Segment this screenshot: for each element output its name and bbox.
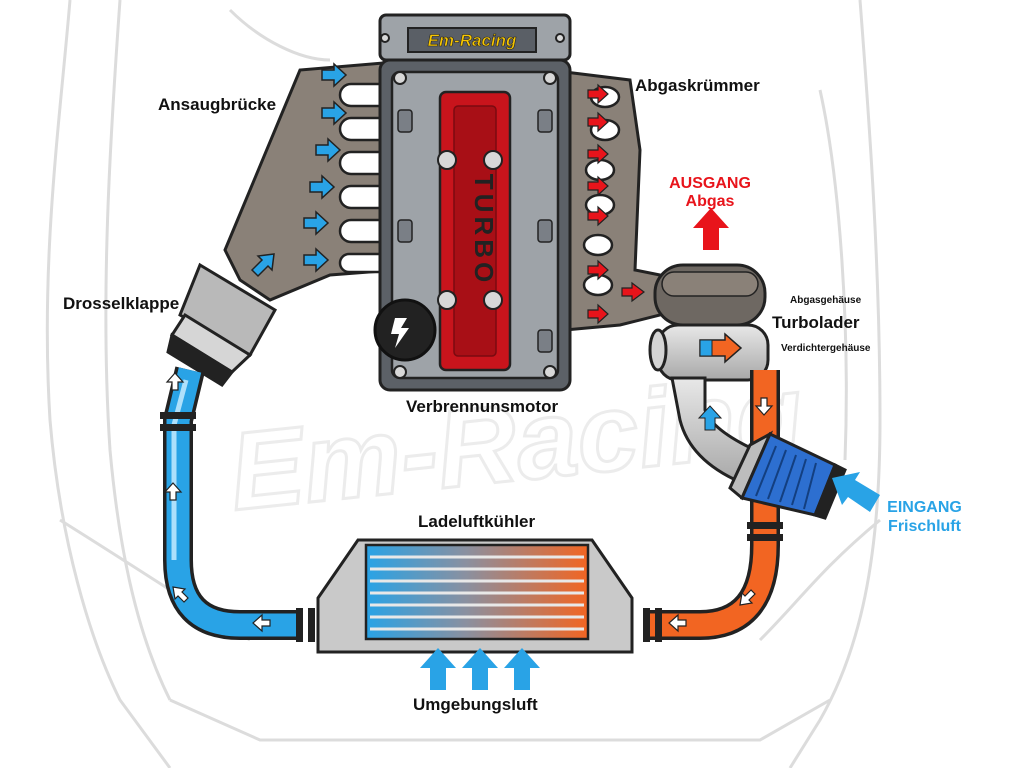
label-compressor-housing: Verdichtergehäuse [781, 343, 871, 354]
label-fresh-air-sub: Frischluft [888, 518, 961, 535]
fresh-air-arrow [832, 472, 880, 512]
ambient-air-arrows [420, 648, 540, 690]
intake-manifold [223, 60, 397, 302]
hot-charge-pipe [650, 370, 780, 640]
intercooler [316, 538, 634, 654]
label-exhaust-out-title: AUSGANG [669, 175, 751, 192]
engine-cover-text: TURBO [469, 174, 499, 286]
label-intercooler: Ladeluftkühler [418, 512, 536, 531]
label-fresh-air: EINGANG Frischluft [872, 498, 977, 536]
label-exhaust-manifold: Abgaskrümmer [635, 76, 760, 95]
exhaust-out-arrow [693, 208, 729, 250]
label-fresh-air-title: EINGANG [887, 499, 962, 516]
exhaust-arrows [587, 83, 645, 325]
brand-logo: Em-Racing [428, 31, 517, 50]
label-ambient-air: Umgebungsluft [413, 695, 538, 714]
label-intake-manifold: Ansaugbrücke [158, 95, 277, 114]
label-engine: Verbrennunsmotor [406, 397, 559, 416]
label-turbine-housing: Abgasgehäuse [790, 295, 862, 306]
hose-clamps [160, 412, 783, 642]
label-exhaust-out-sub: Abgas [685, 193, 735, 210]
throttle-body [166, 262, 278, 387]
exhaust-manifold [563, 70, 662, 332]
cold-pipe-arrows [163, 372, 271, 633]
turbocharger [648, 263, 770, 382]
label-exhaust-out: AUSGANG Abgas [660, 175, 760, 211]
label-turbocharger: Turbolader [772, 313, 860, 332]
intake-arrows [250, 62, 348, 278]
engine-block [373, 13, 572, 392]
label-throttle-body: Drosselklappe [63, 294, 180, 313]
hot-pipe-arrows [668, 397, 774, 633]
